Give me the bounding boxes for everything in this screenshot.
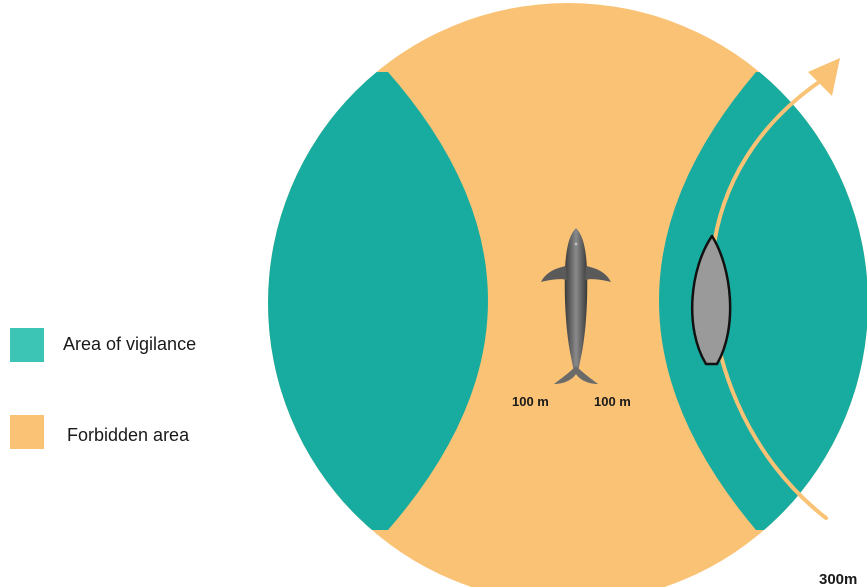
legend-swatch-vigilance xyxy=(10,328,44,362)
vigilance-area-right xyxy=(659,72,867,530)
boat-icon xyxy=(690,234,732,366)
radius-label: 300m xyxy=(819,571,857,587)
legend-label-vigilance: Area of vigilance xyxy=(63,334,197,354)
dolphin-icon xyxy=(541,228,611,384)
legend-swatch-forbidden xyxy=(10,415,44,449)
distance-label-right: 100 m xyxy=(594,394,631,409)
arrow-icon xyxy=(808,58,840,96)
distance-label-left: 100 m xyxy=(512,394,549,409)
legend-label-forbidden: Forbidden area xyxy=(67,425,190,445)
